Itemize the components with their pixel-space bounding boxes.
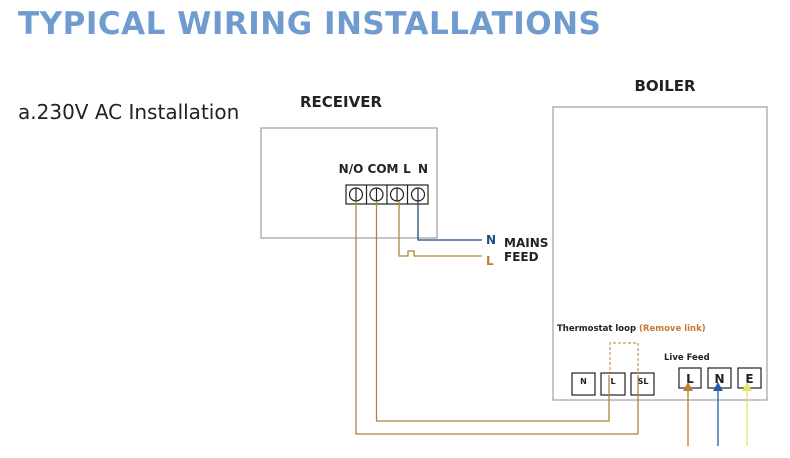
mains-feed-label-line2: FEED xyxy=(504,250,539,264)
arrow-up-icon xyxy=(683,382,693,391)
live-terminal-e: E xyxy=(737,367,762,389)
receiver-title: RECEIVER xyxy=(300,93,382,111)
screw-terminal-icon xyxy=(389,187,405,202)
page-title: TYPICAL WIRING INSTALLATIONS xyxy=(18,6,602,42)
svg-text:L: L xyxy=(610,377,615,386)
arrow-up-icon xyxy=(713,382,723,391)
live-terminal-l: L xyxy=(678,367,702,389)
svg-text:SL: SL xyxy=(638,377,649,386)
mains-feed-label-line1: MAINS xyxy=(504,236,548,250)
svg-text:N: N xyxy=(580,377,587,386)
thermostat-terminal-n: N xyxy=(571,372,596,396)
receiver-terminal-label-com: COM xyxy=(368,162,399,176)
thermostat-terminal-l: L xyxy=(600,372,626,396)
thermostat-loop-label: Thermostat loop (Remove link) xyxy=(557,324,706,334)
live-feed-arrow-n xyxy=(713,382,723,446)
mains-live-wire xyxy=(398,201,482,257)
receiver-terminal-block xyxy=(345,184,429,205)
live-feed-arrow-l xyxy=(683,382,693,446)
svg-text:E: E xyxy=(745,372,753,386)
receiver-box xyxy=(260,127,438,239)
boiler-title: BOILER xyxy=(634,77,696,95)
installation-label: a.230V AC Installation xyxy=(18,100,240,124)
no-to-thermostat-sl-wire xyxy=(355,201,639,435)
thermostat-terminal-sl: SL xyxy=(630,372,655,396)
mains-neutral-wire xyxy=(417,201,482,241)
svg-text:N: N xyxy=(714,372,724,386)
arrow-up-icon xyxy=(742,382,752,391)
receiver-terminal-label-l: L xyxy=(403,162,411,176)
mains-l-label: L xyxy=(486,254,494,268)
com-to-thermostat-l-wire xyxy=(375,201,610,422)
svg-text:L: L xyxy=(686,372,694,386)
boiler-box xyxy=(552,106,768,401)
live-feed-arrow-e xyxy=(742,382,752,446)
mains-n-label: N xyxy=(486,233,496,247)
receiver-terminal-label-no: N/O xyxy=(339,162,364,176)
receiver-terminal-label-n: N xyxy=(418,162,428,176)
thermostat-link xyxy=(609,342,639,375)
live-feed-label: Live Feed xyxy=(664,353,710,363)
